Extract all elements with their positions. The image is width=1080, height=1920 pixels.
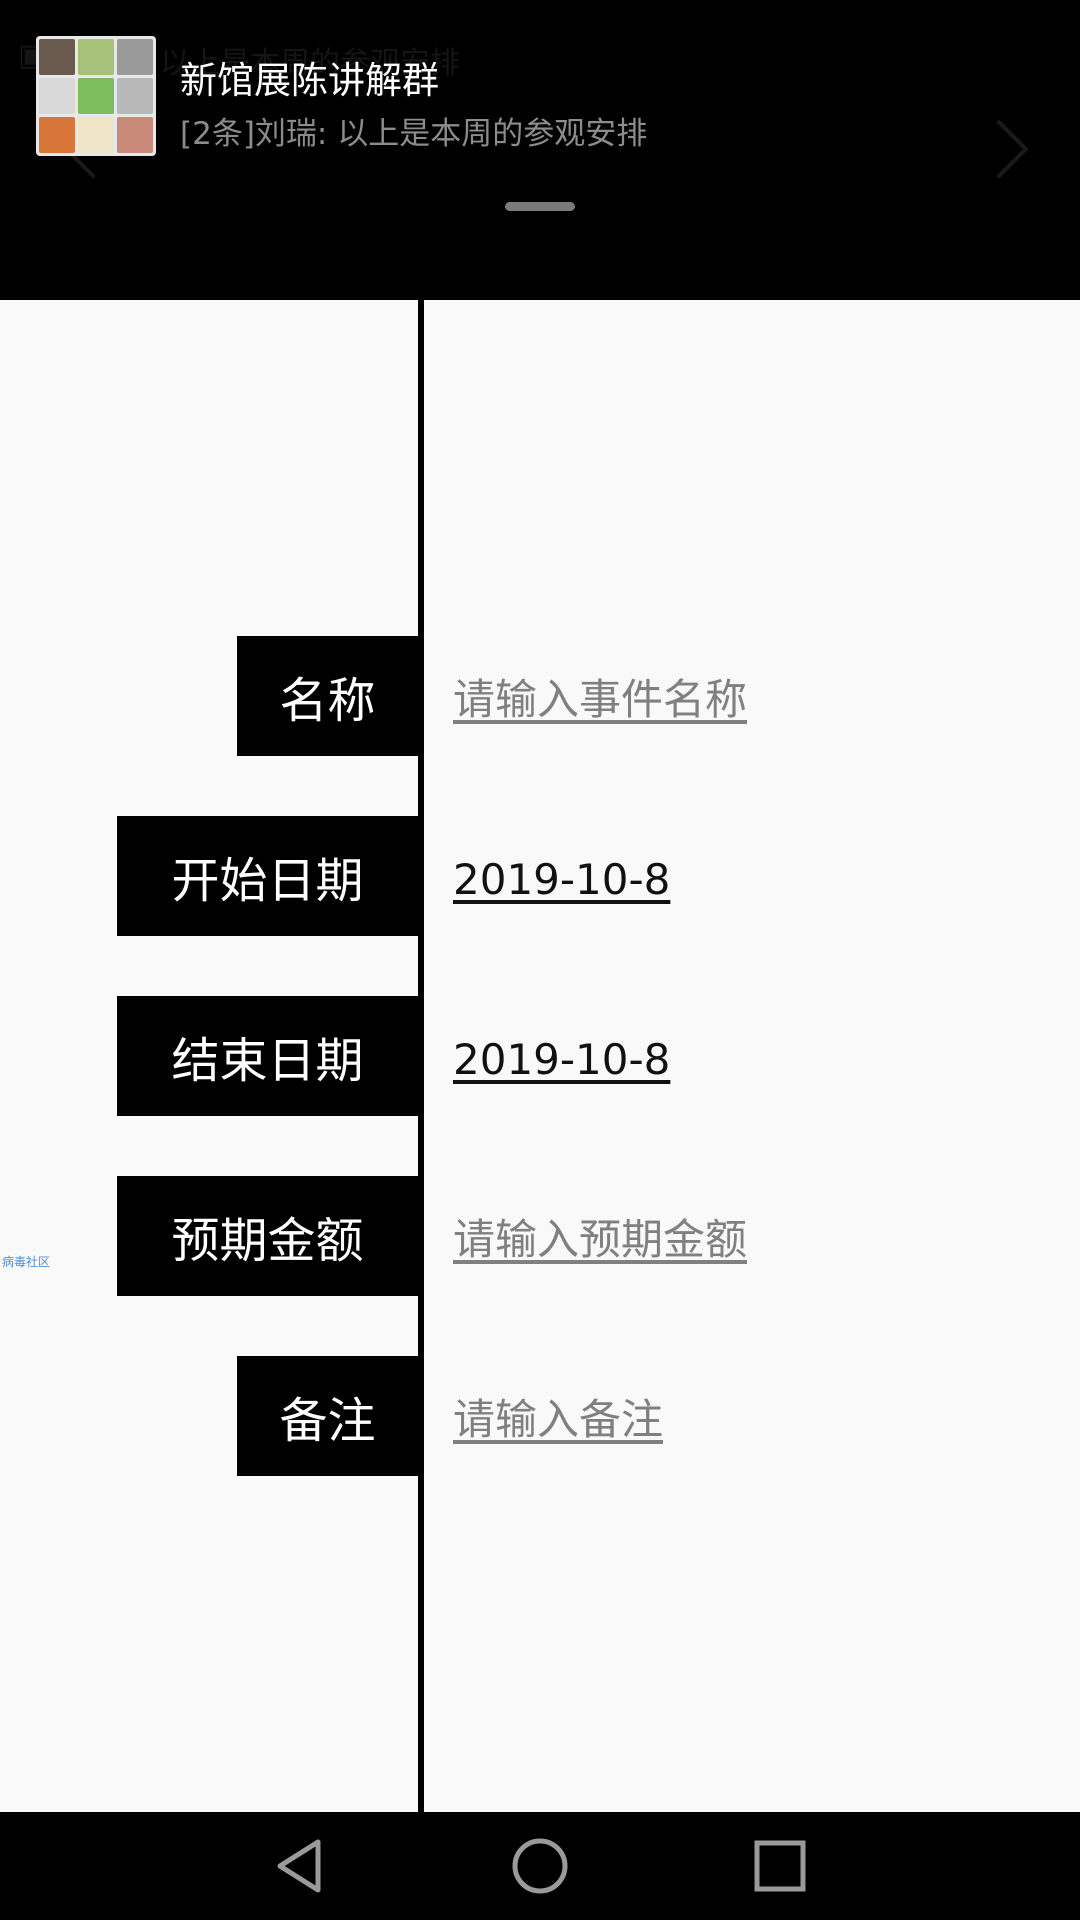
- avatar-tile: [117, 78, 153, 114]
- notification-message: [2条]刘瑞: 以上是本周的参观安排: [180, 116, 648, 152]
- end-date-field[interactable]: 2019-10-8: [453, 1035, 671, 1084]
- ghost-message-text: 以上是本周的参观安排: [160, 46, 460, 81]
- event-form: 名称 请输入事件名称 开始日期 2019-10-8 结束日期 2019-10-8…: [0, 300, 1080, 1812]
- start-date-label: 开始日期: [117, 816, 418, 936]
- recents-button[interactable]: [748, 1834, 812, 1898]
- recents-square-icon: [754, 1840, 806, 1892]
- avatar-tile: [39, 39, 75, 75]
- end-date-label: 结束日期: [117, 996, 418, 1116]
- avatar-tile: [117, 39, 153, 75]
- watermark: 病毒社区: [2, 1255, 51, 1269]
- avatar-tile: [39, 78, 75, 114]
- note-label: 备注: [237, 1356, 418, 1476]
- back-button[interactable]: [268, 1834, 332, 1898]
- notification-banner[interactable]: ▣ 以上是本周的参观安排 新馆展陈讲解群 [2条]刘瑞: 以上是本周的参观安排: [0, 0, 1080, 300]
- notification-title: 新馆展陈讲解群: [180, 59, 439, 102]
- ghost-chevron-right-icon: [969, 119, 1029, 179]
- group-avatar: [36, 36, 156, 156]
- vertical-divider: [418, 300, 424, 1812]
- home-button[interactable]: [508, 1834, 572, 1898]
- drag-handle[interactable]: [505, 202, 575, 211]
- avatar-tile: [78, 117, 114, 153]
- note-input[interactable]: 请输入备注: [453, 1395, 664, 1444]
- name-label: 名称: [237, 636, 418, 756]
- avatar-tile: [117, 117, 153, 153]
- amount-input[interactable]: 请输入预期金额: [453, 1215, 748, 1264]
- avatar-tile: [39, 117, 75, 153]
- start-date-field[interactable]: 2019-10-8: [453, 855, 671, 904]
- avatar-tile: [78, 39, 114, 75]
- home-circle-icon: [512, 1838, 568, 1894]
- amount-label: 预期金额: [117, 1176, 418, 1296]
- back-triangle-icon: [277, 1839, 321, 1893]
- avatar-tile: [78, 78, 114, 114]
- name-input[interactable]: 请输入事件名称: [453, 675, 748, 724]
- navigation-bar: [0, 1812, 1080, 1920]
